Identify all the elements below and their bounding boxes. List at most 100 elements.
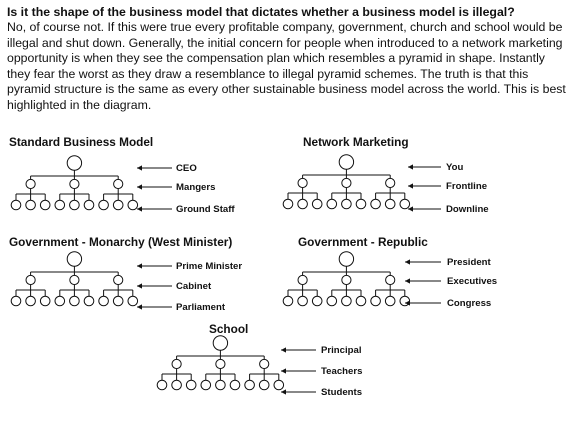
- level-label: Congress: [447, 298, 492, 309]
- level-label: President: [447, 257, 491, 268]
- person-node: [98, 295, 109, 307]
- level-label: You: [446, 162, 464, 173]
- diagram-title-school: School: [209, 322, 249, 336]
- person-node: [215, 358, 226, 370]
- person-node: [83, 295, 95, 307]
- person-node: [66, 155, 83, 171]
- person-node: [127, 295, 139, 307]
- arrow-head: [137, 165, 142, 171]
- person-node: [112, 199, 124, 211]
- person-node: [258, 379, 270, 391]
- person-node: [156, 379, 168, 391]
- arrow-head: [137, 304, 142, 310]
- level-label: Prime Minister: [176, 261, 243, 272]
- diagram-title-government-republic: Government - Republic: [298, 235, 428, 249]
- person-node: [399, 198, 411, 210]
- person-node: [297, 274, 308, 286]
- person-node: [39, 295, 51, 307]
- person-node: [355, 295, 367, 307]
- level-label: Teachers: [321, 366, 363, 377]
- person-node: [384, 198, 396, 210]
- level-label: Students: [321, 387, 363, 398]
- person-node: [370, 295, 381, 307]
- arrow-head: [408, 206, 413, 212]
- arrow-head: [281, 347, 286, 353]
- person-node: [171, 358, 182, 370]
- level-label: Cabinet: [176, 281, 212, 292]
- person-node: [297, 198, 308, 210]
- person-node: [385, 274, 396, 286]
- person-node: [66, 251, 83, 267]
- person-node: [127, 199, 139, 211]
- person-node: [341, 198, 352, 210]
- person-node: [244, 379, 255, 391]
- person-node: [98, 199, 109, 211]
- arrow-head: [408, 164, 413, 170]
- person-node: [297, 295, 308, 307]
- person-node: [112, 295, 124, 307]
- person-node: [338, 154, 355, 170]
- person-node: [297, 177, 308, 189]
- person-node: [200, 379, 212, 391]
- person-node: [69, 199, 80, 211]
- level-label: Mangers: [176, 182, 216, 193]
- person-node: [311, 295, 323, 307]
- person-node: [326, 198, 338, 210]
- level-label: Parliament: [176, 302, 226, 313]
- person-node: [384, 295, 396, 307]
- level-label: Ground Staff: [176, 204, 235, 215]
- person-node: [25, 274, 36, 286]
- person-node: [282, 295, 294, 307]
- arrow-head: [137, 184, 142, 190]
- person-node: [215, 379, 226, 391]
- person-node: [355, 198, 367, 210]
- person-node: [69, 178, 80, 190]
- arrow-head: [281, 389, 286, 395]
- person-node: [311, 198, 323, 210]
- person-node: [69, 295, 80, 307]
- person-node: [25, 199, 36, 211]
- person-node: [341, 295, 352, 307]
- arrow-head: [137, 206, 142, 212]
- level-label: Downline: [446, 204, 489, 215]
- person-node: [341, 177, 352, 189]
- person-node: [25, 178, 36, 190]
- level-label: Principal: [321, 345, 362, 356]
- person-node: [69, 274, 80, 286]
- person-node: [385, 177, 396, 189]
- article-heading: Is it the shape of the business model th…: [7, 5, 515, 19]
- person-node: [171, 379, 182, 391]
- person-node: [282, 198, 294, 210]
- article: Is it the shape of the business model th…: [7, 4, 569, 114]
- arrow-head: [137, 263, 142, 269]
- arrow-head: [405, 300, 410, 306]
- level-label: Executives: [447, 276, 498, 287]
- diagram-title-standard-business: Standard Business Model: [9, 135, 154, 149]
- person-node: [10, 295, 22, 307]
- arrow-head: [405, 259, 410, 265]
- diagram-title-network-marketing: Network Marketing: [303, 135, 409, 149]
- person-node: [83, 199, 95, 211]
- arrow-head: [408, 183, 413, 189]
- person-node: [39, 199, 51, 211]
- level-label: CEO: [176, 163, 197, 174]
- person-node: [326, 295, 338, 307]
- person-node: [229, 379, 241, 391]
- diagram-title-government-monarchy: Government - Monarchy (West Minister): [9, 235, 233, 249]
- person-node: [54, 199, 66, 211]
- arrow-head: [405, 278, 410, 284]
- person-node: [25, 295, 36, 307]
- person-node: [259, 358, 270, 370]
- person-node: [273, 379, 285, 391]
- article-body: No, of course not. If this were true eve…: [7, 20, 566, 112]
- person-node: [341, 274, 352, 286]
- level-label: Frontline: [446, 181, 488, 192]
- person-node: [185, 379, 197, 391]
- person-node: [113, 274, 124, 286]
- arrow-head: [137, 283, 142, 289]
- arrow-head: [281, 368, 286, 374]
- person-node: [212, 335, 229, 351]
- person-node: [370, 198, 381, 210]
- person-node: [113, 178, 124, 190]
